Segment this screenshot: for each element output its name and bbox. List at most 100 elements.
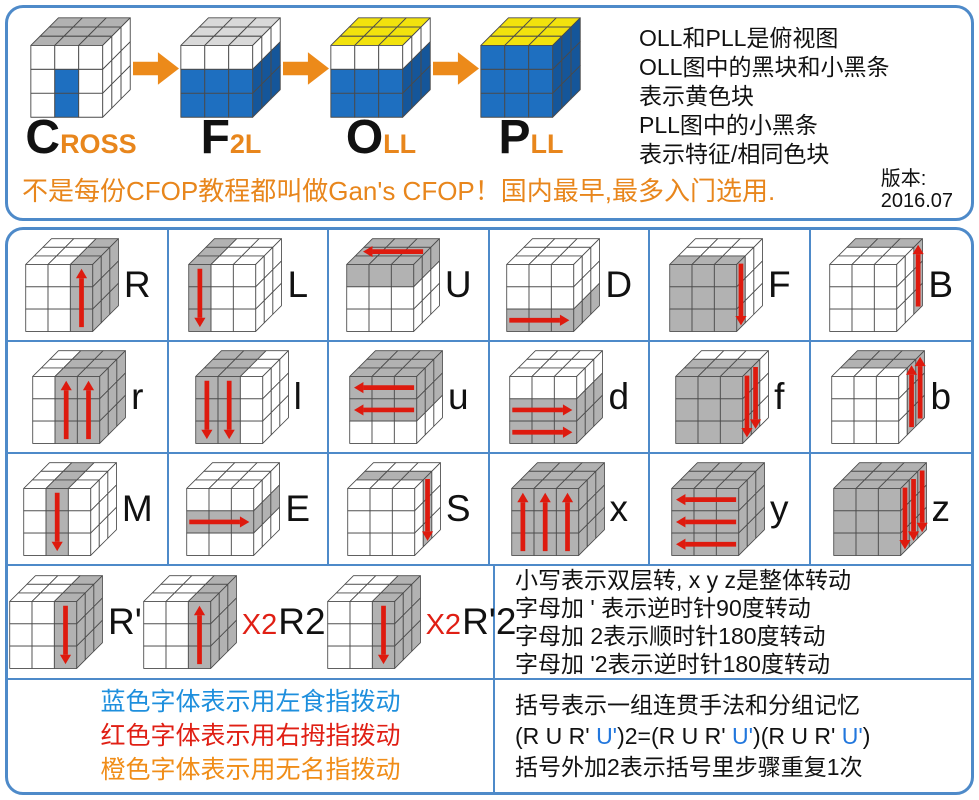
move-label: M: [121, 488, 153, 529]
stage-cube-cross: [30, 17, 131, 118]
move-label: l: [293, 376, 302, 417]
legend-note-line: OLL和PLL是俯视图: [639, 25, 839, 51]
move-cell-b: b: [811, 342, 972, 452]
move-label: f: [774, 376, 785, 417]
move-label: z: [931, 488, 951, 529]
move-cell-y: y: [650, 454, 811, 564]
formula-segment: ): [862, 722, 871, 749]
move-cube-r: [32, 349, 126, 444]
slogan-row: 不是每份CFOP教程都叫做Gan's CFOP！国内最早,最多入门选用. 版本:…: [22, 168, 957, 212]
legend-note-line: OLL图中的黑块和小黑条: [639, 54, 890, 80]
rotation-note-line: 字母加 2表示顺时针180度转动: [515, 623, 826, 649]
move-cube-b: [831, 349, 927, 444]
rotation-note-line: 小写表示双层转, x y z是整体转动: [515, 567, 852, 593]
move-cell-R': R': [8, 574, 142, 671]
move-label: L: [287, 264, 309, 305]
stage-label-rest: ROSS: [60, 129, 137, 159]
stage-label-rest: LL: [530, 129, 564, 159]
stage-cube-oll: [330, 17, 431, 118]
finger-note-1: 蓝色字体表示用左食指拨动: [100, 688, 401, 716]
move-cube-l: [194, 349, 289, 444]
move-cube-M: [23, 461, 117, 556]
move-cell-S: S: [329, 454, 490, 564]
move-cell-r: r: [8, 342, 169, 452]
formula-segment: U': [596, 722, 618, 749]
stage-label-initial: C: [25, 111, 61, 164]
legend-note-line: PLL图中的小黑条: [639, 112, 818, 138]
version-value: 2016.07: [880, 190, 953, 212]
formula-segment: (R U R': [515, 722, 597, 749]
move-cube-B: [829, 237, 925, 332]
move-cell-z: z: [811, 454, 972, 564]
move-cube-d: [509, 349, 604, 444]
move-cube-S: [347, 461, 441, 556]
formula-segment: U': [732, 722, 754, 749]
stage-label-rest: 2L: [229, 129, 262, 159]
move-cell-B: B: [811, 230, 972, 340]
move-cube-y: [671, 461, 765, 556]
x2-prefix: X2: [241, 609, 278, 641]
move-label: d: [608, 376, 630, 417]
move-cell-R2: X2R2: [142, 574, 326, 671]
finger-legend: 蓝色字体表示用左食指拨动红色字体表示用右拇指拨动橙色字体表示用无名指拨动: [8, 680, 495, 792]
move-label: R2: [278, 601, 326, 642]
stage-label-rest: LL: [383, 129, 417, 159]
version-info: 版本: 2016.07: [881, 168, 957, 212]
move-label-group: X2R'2: [426, 601, 517, 643]
move-label: E: [285, 488, 311, 529]
bracket-formula: (R U R' U')2=(R U R' U')(R U R' U'): [515, 721, 971, 752]
move-label-group: R': [108, 601, 142, 643]
move-cube-L: [188, 237, 283, 332]
move-cube-D: [506, 237, 601, 332]
move-cell-R'2: X2R'2: [326, 574, 517, 671]
move-cell-l: l: [169, 342, 329, 452]
move-cube-F: [669, 237, 763, 332]
move-cube-u: [349, 349, 443, 444]
move-label: u: [447, 376, 469, 417]
move-cell-M: M: [8, 454, 169, 564]
move-cell-E: E: [169, 454, 329, 564]
move-cell-R: R: [8, 230, 169, 340]
rotation-note-line: 字母加 ' 表示逆时针90度转动: [515, 595, 811, 621]
move-cell-u: u: [329, 342, 490, 452]
stage-cube-pll: [480, 17, 581, 118]
move-label: B: [928, 264, 954, 305]
move-cube-x: [510, 461, 605, 556]
formula-segment: )(R U R': [753, 722, 842, 749]
stage-label-initial: P: [498, 111, 531, 164]
move-label-group: X2R2: [242, 601, 326, 643]
move-cell-U: U: [329, 230, 490, 340]
move-cell-f: f: [650, 342, 811, 452]
move-cell-x: x: [490, 454, 650, 564]
x2-prefix: X2: [425, 609, 462, 641]
move-cell-L: L: [169, 230, 329, 340]
move-label: r: [131, 376, 144, 417]
formula-segment: )2=(R U R': [617, 722, 733, 749]
move-label: D: [605, 264, 633, 305]
next-stage-arrow-icon: [133, 52, 179, 90]
bracket-notes: 括号表示一组连贯手法和分组记忆 (R U R' U')2=(R U R' U')…: [495, 680, 971, 792]
stage-cube-f2l: [180, 17, 281, 118]
slogan-text: 不是每份CFOP教程都叫做Gan's CFOP！国内最早,最多入门选用.: [22, 176, 776, 206]
move-label: b: [930, 376, 952, 417]
move-label: R': [108, 601, 142, 642]
move-cube-U: [346, 237, 440, 332]
finger-note-3: 橙色字体表示用无名指拨动: [100, 756, 401, 784]
move-cell-D: D: [490, 230, 650, 340]
